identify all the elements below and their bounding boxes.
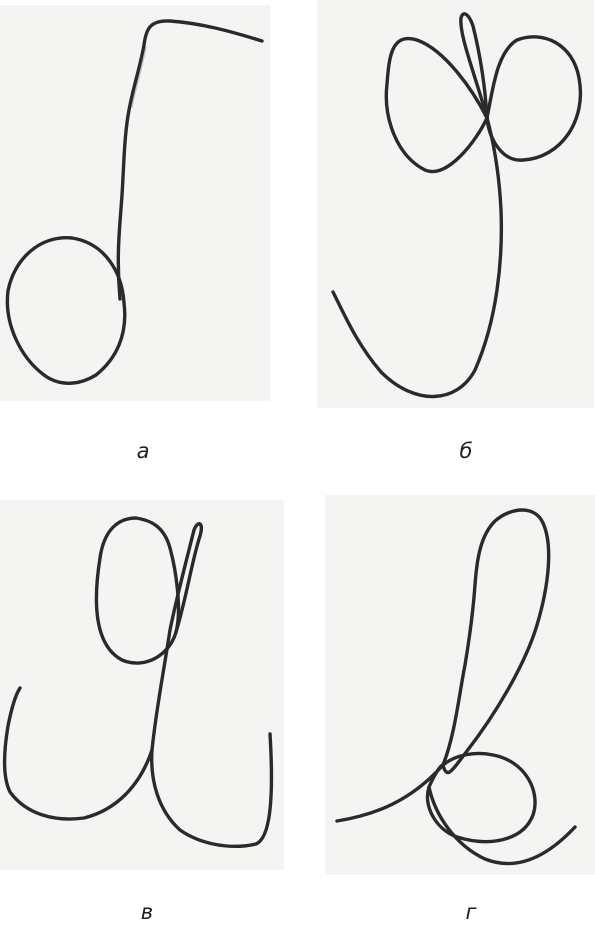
caption-c: в bbox=[127, 900, 167, 924]
wire-photo-b bbox=[317, 0, 594, 408]
wire-shape-b bbox=[317, 0, 594, 408]
wire-shape-d bbox=[325, 495, 595, 875]
wire-photo-d bbox=[325, 495, 595, 875]
caption-b: б bbox=[446, 439, 486, 463]
caption-d: г bbox=[451, 900, 491, 924]
wire-shape-c bbox=[0, 500, 284, 870]
wire-shape-a bbox=[0, 5, 270, 401]
caption-a: а bbox=[123, 439, 163, 463]
wire-photo-a bbox=[0, 5, 270, 401]
wire-photo-c bbox=[0, 500, 284, 870]
